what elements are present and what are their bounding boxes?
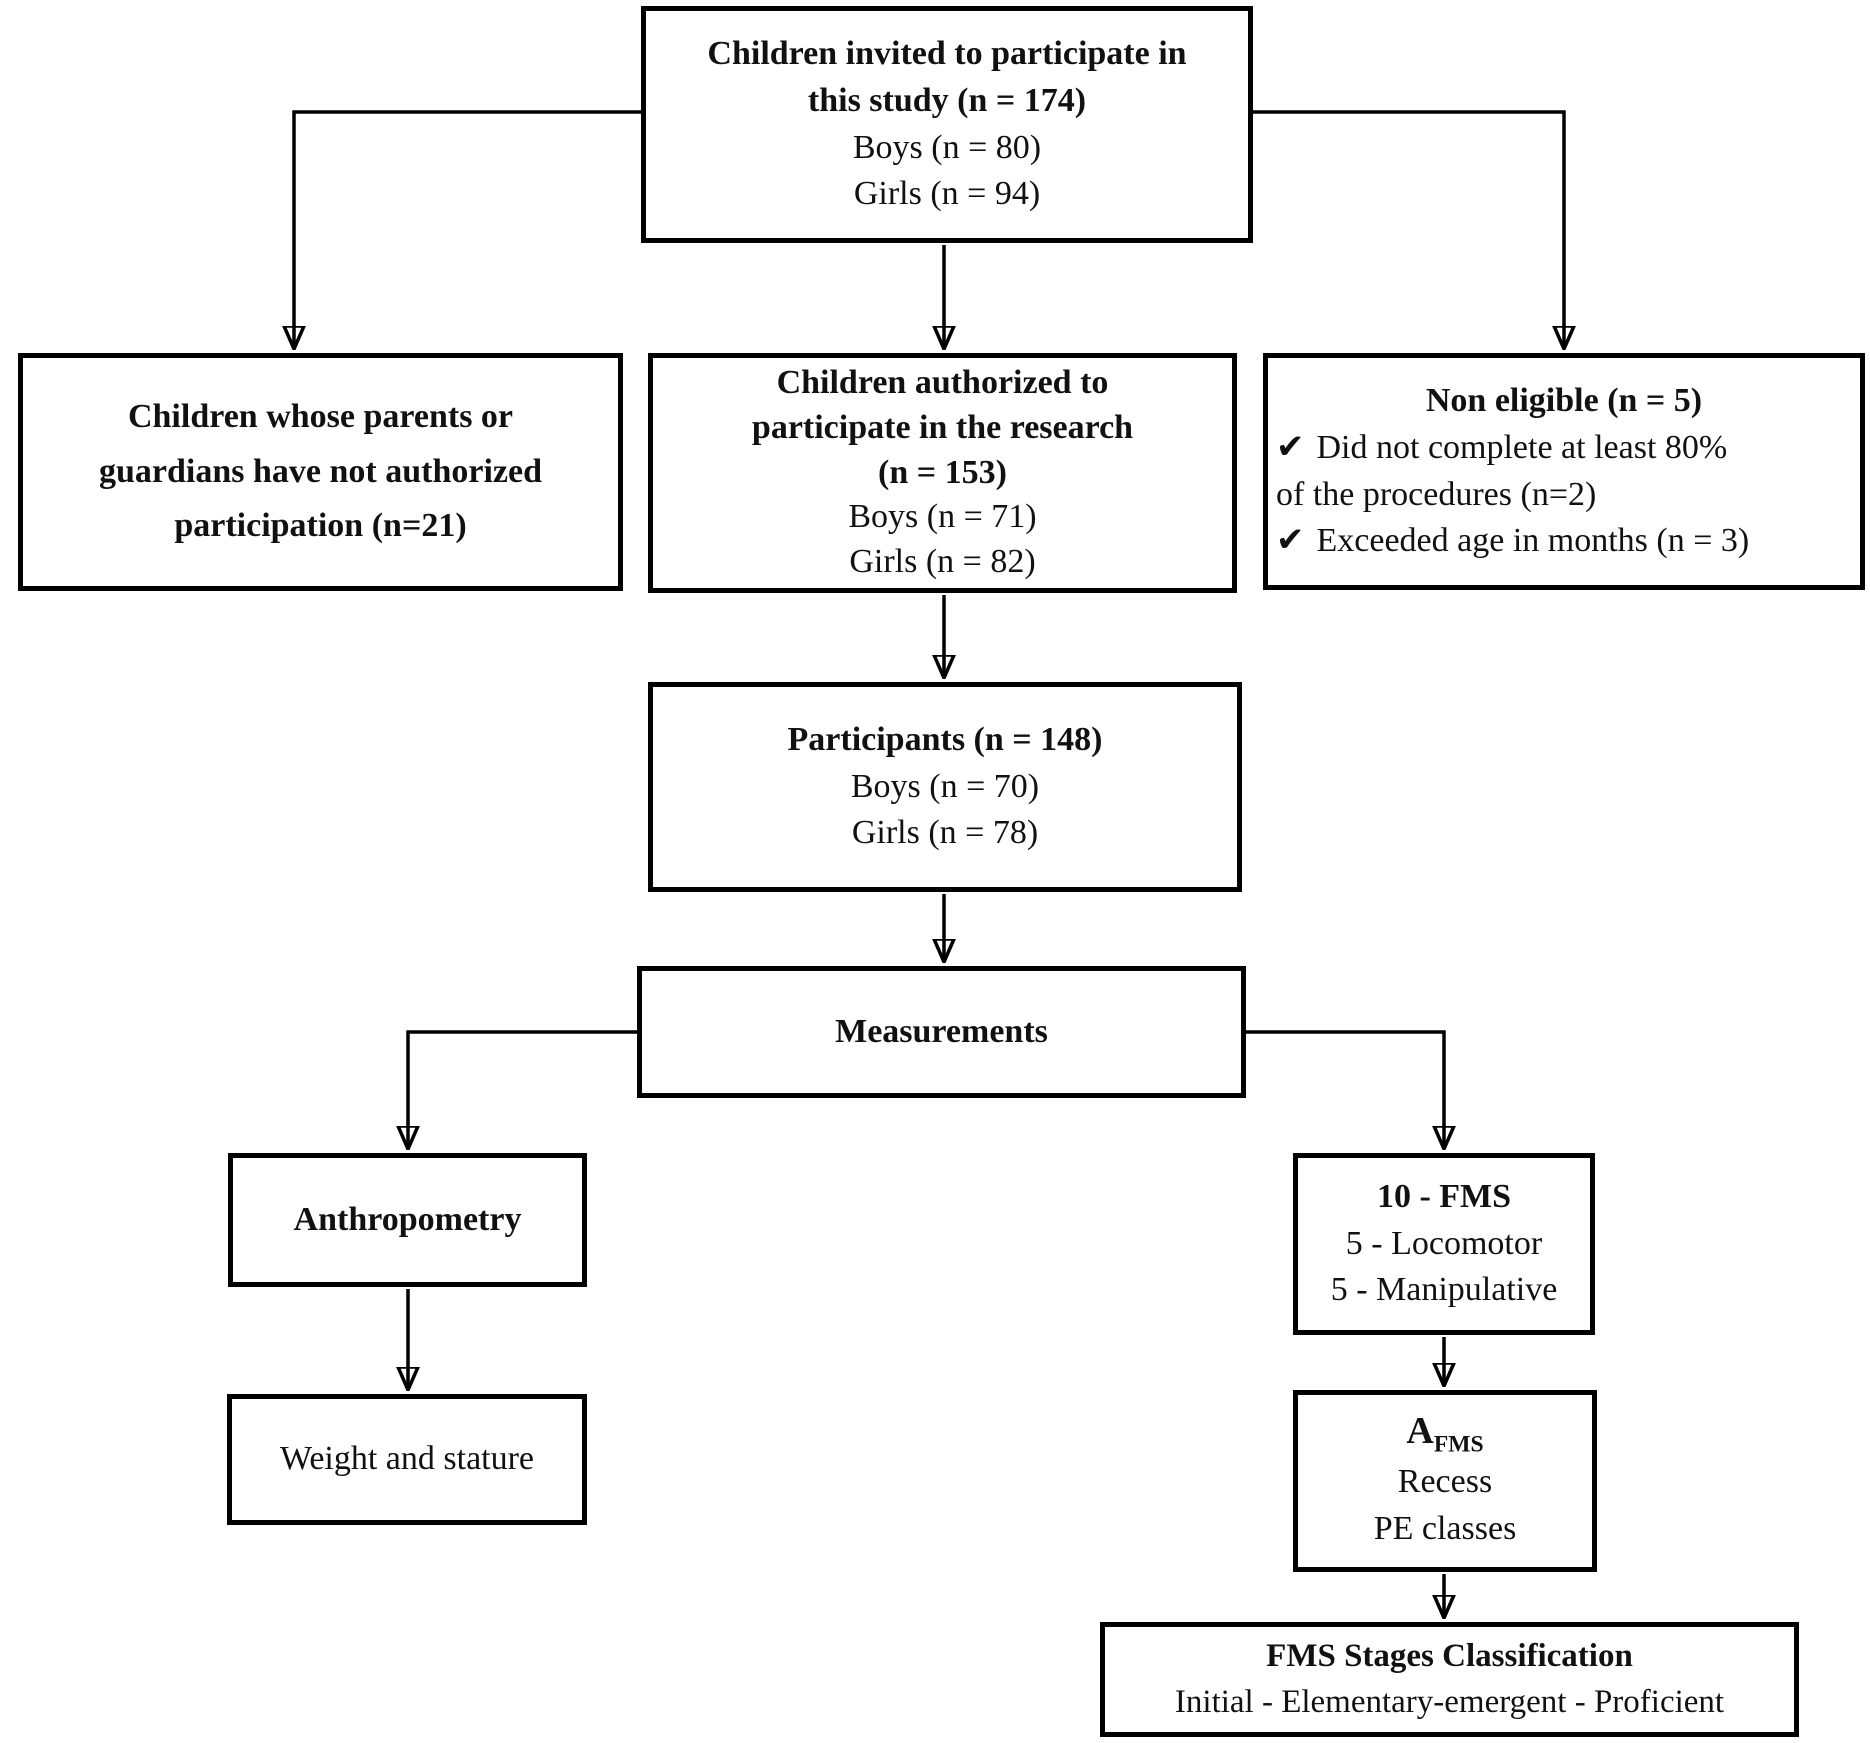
node-text-line: Boys (n = 70) <box>850 767 1040 805</box>
node-text-line: Boys (n = 71) <box>848 498 1037 536</box>
node-text-line: Anthropometry <box>293 1200 522 1238</box>
node-text-line: Weight and stature <box>279 1440 535 1478</box>
node-text-line: Participants (n = 148) <box>787 720 1103 758</box>
node-text-line: participation (n=21) <box>174 507 467 545</box>
node-not-authorized: Children whose parents or guardians have… <box>18 353 623 591</box>
node-afms: AFMS Recess PE classes <box>1293 1390 1597 1572</box>
node-text-line: Children authorized to <box>776 363 1109 401</box>
reason-text-continued: of the procedures (n=2) <box>1276 475 1597 513</box>
node-10-fms: 10 - FMS 5 - Locomotor 5 - Manipulative <box>1293 1153 1595 1335</box>
node-participants: Participants (n = 148) Boys (n = 70) Gir… <box>648 682 1242 892</box>
node-title: Non eligible (n = 5) <box>1425 381 1703 419</box>
node-children-invited: Children invited to participate in this … <box>641 6 1253 243</box>
node-text-line: Measurements <box>835 1012 1048 1050</box>
node-weight-and-stature: Weight and stature <box>227 1394 587 1525</box>
node-measurements: Measurements <box>637 966 1246 1098</box>
node-text-line: 5 - Locomotor <box>1345 1224 1543 1262</box>
check-icon: ✔ <box>1276 522 1305 560</box>
node-text-line: Girls (n = 82) <box>849 543 1036 581</box>
node-text-line: Children whose parents or <box>127 398 514 436</box>
node-text-line: FMS Stages Classification <box>1266 1637 1633 1674</box>
connector-invited-to-not-authorized <box>294 110 641 348</box>
node-text-line: Initial - Elementary-emergent - Proficie… <box>1174 1683 1725 1720</box>
non-eligible-reason: ✔ Did not complete at least 80% <box>1276 425 1852 472</box>
node-non-eligible: Non eligible (n = 5) ✔ Did not complete a… <box>1263 353 1865 590</box>
afms-symbol: AFMS <box>1298 1409 1592 1459</box>
connector-measurements-to-fms10 <box>1246 1030 1444 1148</box>
reason-text: Did not complete at least 80% <box>1316 428 1728 466</box>
node-text-line: Recess <box>1397 1463 1493 1501</box>
connector-measurements-to-anthropometry <box>408 1030 637 1148</box>
node-fms-stages-classification: FMS Stages Classification Initial - Elem… <box>1100 1622 1799 1737</box>
node-text-line: 5 - Manipulative <box>1330 1271 1558 1309</box>
reason-text: Exceeded age in months (n = 3) <box>1316 522 1750 560</box>
node-children-authorized: Children authorized to participate in th… <box>648 353 1237 593</box>
check-icon: ✔ <box>1276 428 1305 466</box>
node-text-line: Children invited to participate in <box>707 34 1187 72</box>
afms-letter: A <box>1406 1410 1434 1453</box>
node-text-line: (n = 153) <box>878 453 1007 491</box>
node-text-line: this study (n = 174) <box>807 81 1087 119</box>
node-text-line: PE classes <box>1373 1509 1517 1547</box>
node-text-line: guardians have not authorized <box>99 452 542 490</box>
node-text-line: participate in the research <box>751 408 1134 446</box>
non-eligible-reason: ✔ Exceeded age in months (n = 3) <box>1276 518 1852 565</box>
node-text-line: Boys (n = 80) <box>852 128 1042 166</box>
node-text-line: 10 - FMS <box>1376 1177 1512 1215</box>
node-anthropometry: Anthropometry <box>228 1153 587 1287</box>
connector-invited-to-non-eligible <box>1253 110 1564 348</box>
node-text-line: Girls (n = 78) <box>851 814 1039 852</box>
node-text-line: Girls (n = 94) <box>853 175 1041 213</box>
afms-subscript: FMS <box>1433 1431 1484 1458</box>
